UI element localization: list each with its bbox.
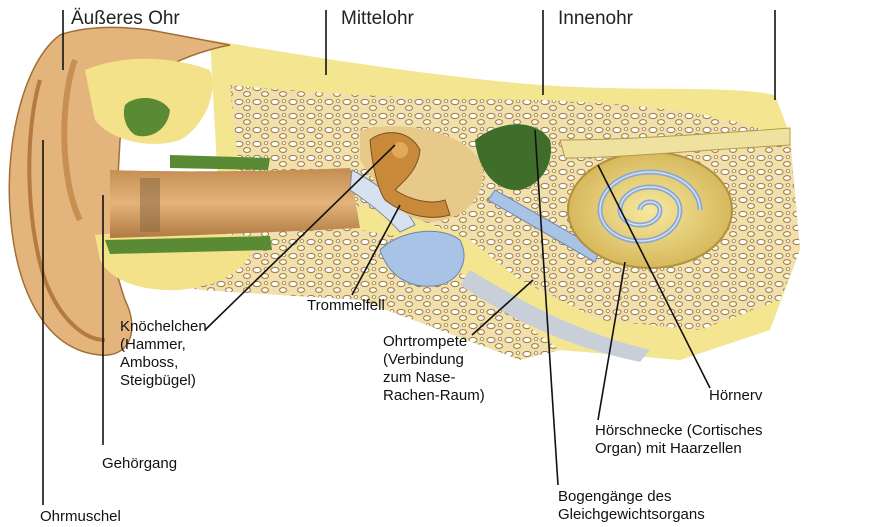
label-eustachian-tube: Ohrtrompete (Verbindung zum Nase- Rachen… [383,333,485,405]
label-ear-canal: Gehörgang [102,455,177,473]
cochlea [568,152,732,268]
header-middle-ear: Mittelohr [341,8,414,30]
label-auditory-nerve: Hörnerv [709,387,762,405]
label-auricle: Ohrmuschel [40,508,121,526]
label-eardrum: Trommelfell [307,297,385,315]
label-ossicles: Knöchelchen (Hammer, Amboss, Steigbügel) [120,318,207,390]
header-outer-ear: Äußeres Ohr [71,8,180,30]
label-cochlea: Hörschnecke (Cortisches Organ) mit Haarz… [595,422,763,458]
label-semicircular-canals: Bogengänge des Gleichgewichtsorgans [558,488,705,524]
header-inner-ear: Innenohr [558,8,633,30]
